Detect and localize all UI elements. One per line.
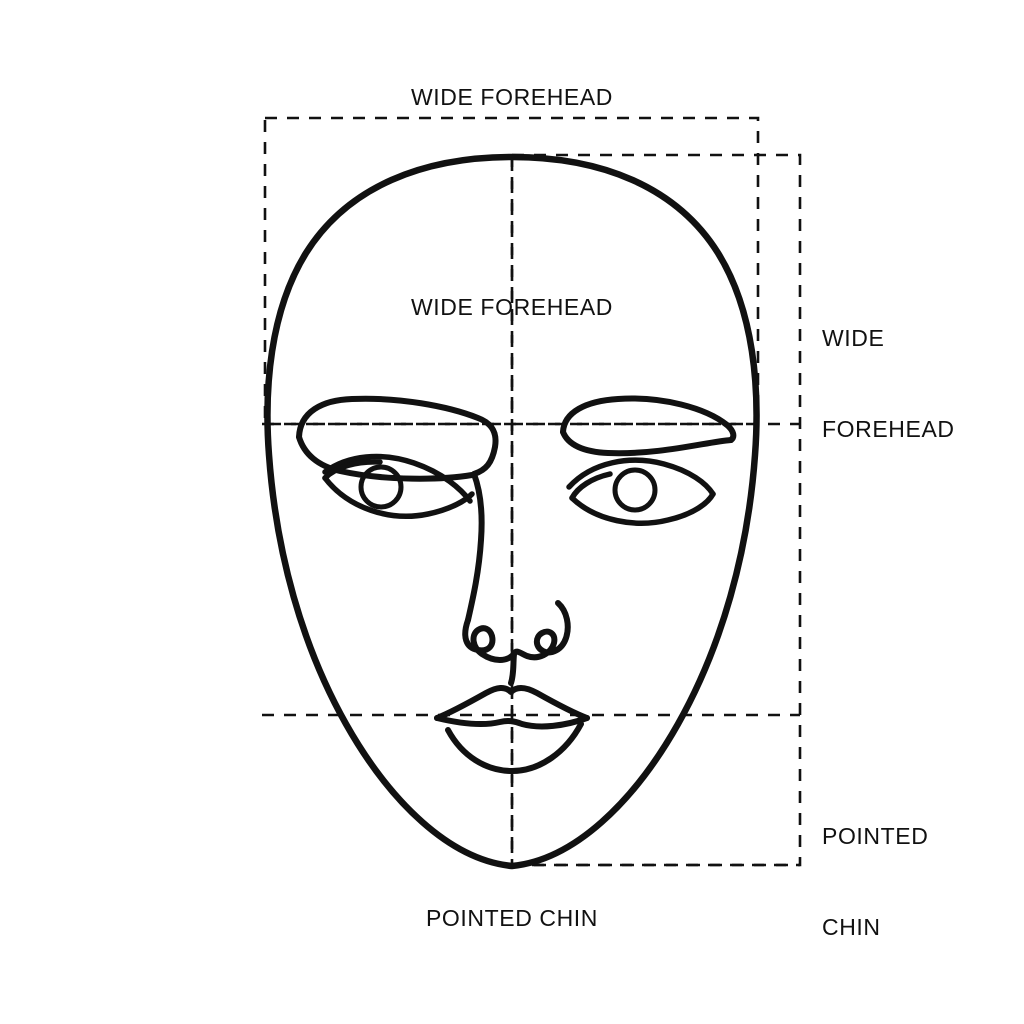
label-wide-forehead-center: WIDE FOREHEAD [410, 294, 614, 320]
label-pointed-chin-right-line2: CHIN [822, 913, 881, 940]
left-brow-to-nose-stroke [465, 471, 485, 623]
label-wide-forehead-right: WIDE FOREHEAD [822, 262, 1012, 505]
right-eye-lower-lid [569, 491, 716, 526]
right-upper-eyelid [566, 457, 716, 497]
lower-lip [445, 721, 584, 774]
measurement-guides [262, 116, 802, 867]
face-line-art [264, 153, 760, 870]
label-pointed-chin-bottom: POINTED CHIN [425, 905, 599, 931]
right-eye-inner-corner [569, 471, 613, 501]
nose-right-nostril [511, 600, 571, 661]
label-pointed-chin-right-line1: POINTED [822, 822, 929, 849]
label-pointed-chin-right: POINTED CHIN [822, 760, 1012, 1003]
left-eyebrow [296, 395, 499, 477]
label-wide-forehead-top: WIDE FOREHEAD [410, 84, 614, 110]
left-upper-eyelid [322, 453, 473, 504]
left-iris [358, 464, 404, 510]
label-wide-forehead-right-line2: FOREHEAD [822, 415, 955, 442]
left-eye-inner-corner [322, 459, 383, 481]
left-eye-lower-lid [322, 475, 475, 519]
upper-lip [434, 685, 590, 721]
face-outline [264, 153, 760, 870]
nose-left-nostril [462, 617, 517, 663]
right-eyebrow-lower [560, 429, 734, 457]
right-iris [612, 467, 658, 513]
label-wide-forehead-right-line1: WIDE [822, 324, 885, 351]
mouth-line [434, 715, 590, 730]
right-eyebrow [560, 395, 737, 443]
nose-philtrum [508, 651, 517, 686]
guide-rect-chin [510, 153, 802, 867]
